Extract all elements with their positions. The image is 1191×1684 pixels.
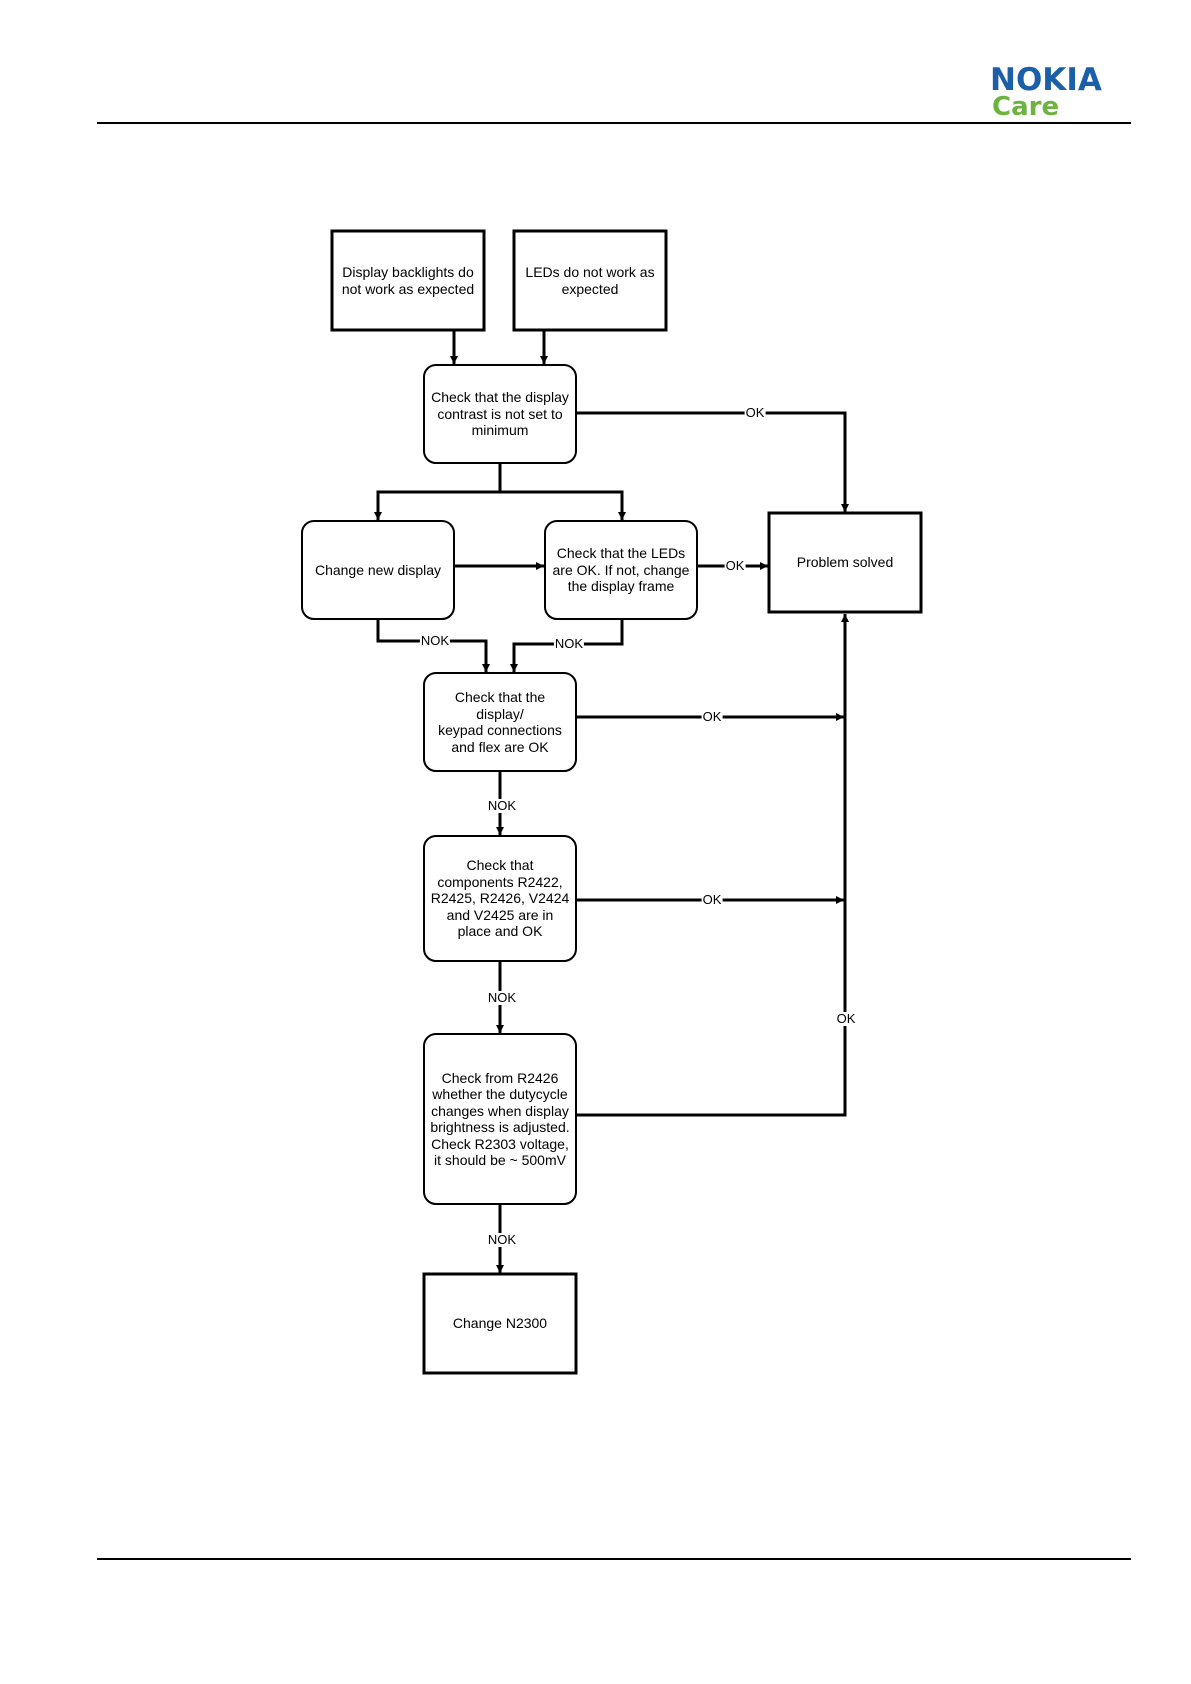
node-components xyxy=(423,835,577,962)
node-dutycycle xyxy=(423,1033,577,1205)
node-components-text: Check that components R2422, R2425, R242… xyxy=(430,857,570,940)
node-check-leds xyxy=(544,520,698,620)
node-leds xyxy=(512,229,668,332)
node-dutycycle-text: Check from R2426 whether the dutycycle c… xyxy=(430,1069,570,1169)
node-leds-text: LEDs do not work as expected xyxy=(525,264,655,297)
node-contrast-text: Check that the display contrast is not s… xyxy=(431,389,569,439)
node-connections-text: Check that the display/ keypad connectio… xyxy=(438,689,562,755)
edge-contrast-split-right xyxy=(500,490,626,520)
label-contrast-ok: OK xyxy=(744,405,766,420)
edge-contrast-split xyxy=(374,464,502,520)
label-checkleds-ok: OK xyxy=(724,558,746,573)
label-connections-ok: OK xyxy=(701,709,723,724)
label-dutycycle-nok: NOK xyxy=(486,1232,518,1247)
label-dutycycle-ok: OK xyxy=(835,1011,857,1026)
node-connections xyxy=(423,672,577,772)
edge-contrast-solved-ok xyxy=(577,411,849,512)
logo-nokia-word: NOKIA xyxy=(990,62,1102,98)
label-change-nok: NOK xyxy=(419,633,451,648)
edge-dutycycle-ok xyxy=(577,614,849,1117)
logo-care-word: Care xyxy=(992,92,1060,122)
node-problem-solved-text: Problem solved xyxy=(796,554,894,571)
node-change-display xyxy=(301,520,455,620)
node-problem-solved xyxy=(767,511,923,614)
node-backlights xyxy=(330,229,486,332)
node-check-leds-text: Check that the LEDs are OK. If not, chan… xyxy=(552,545,690,595)
footer-rule xyxy=(97,1558,1131,1560)
node-change-n2300-text: Change N2300 xyxy=(452,1315,548,1332)
label-components-nok: NOK xyxy=(486,990,518,1005)
label-checkleds-nok: NOK xyxy=(553,636,585,651)
node-contrast xyxy=(423,364,577,464)
label-connections-nok: NOK xyxy=(486,798,518,813)
node-change-display-text: Change new display xyxy=(314,561,442,578)
label-components-ok: OK xyxy=(701,892,723,907)
header-rule xyxy=(97,122,1131,124)
node-backlights-text: Display backlights do not work as expect… xyxy=(341,264,475,297)
node-change-n2300 xyxy=(422,1272,578,1375)
